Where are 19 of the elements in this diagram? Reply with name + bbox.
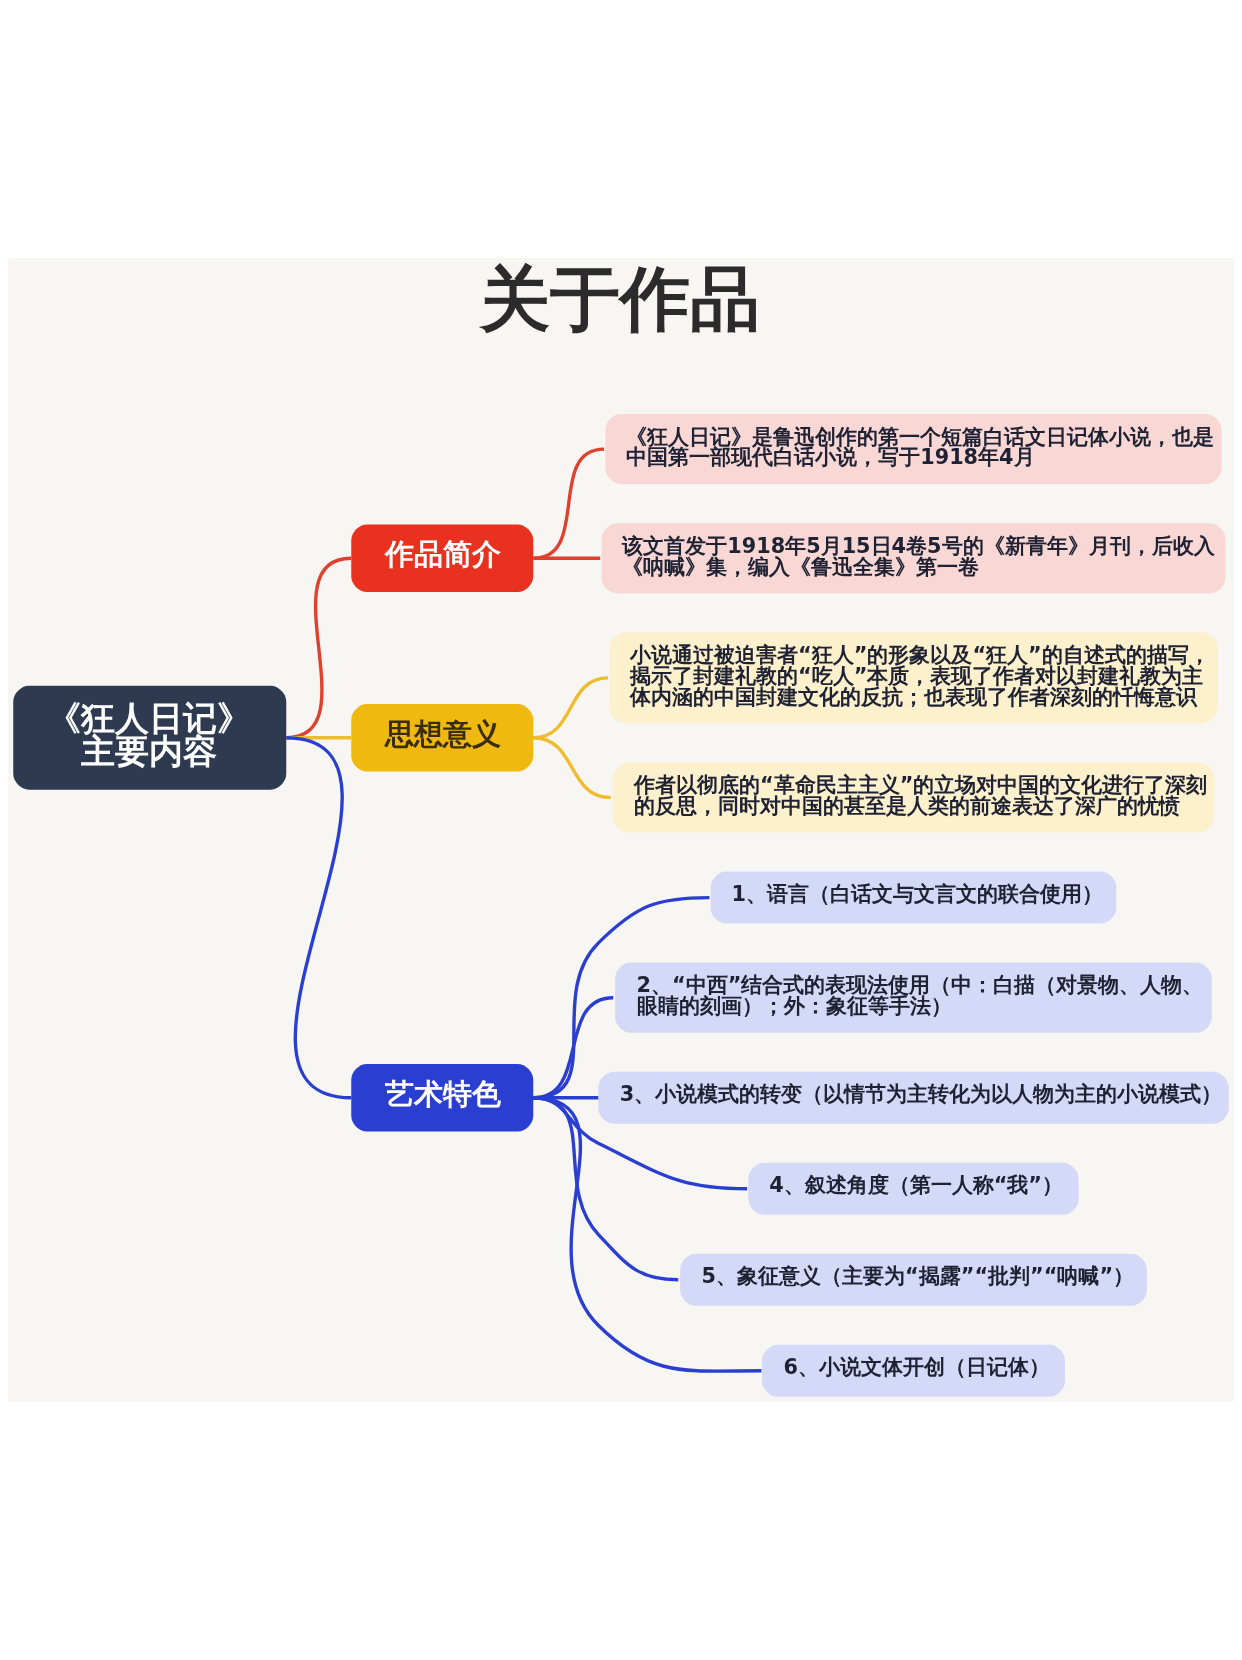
connector xyxy=(533,736,611,800)
node-box: 2、“中西”结合式的表现法使用（中：白描（对景物、人物、眼睛的刻画）；外：象征等手法） xyxy=(615,962,1212,1033)
node-box: 1、语言（白话文与文言文的联合使用） xyxy=(710,871,1117,924)
node-box: 艺术特色 xyxy=(351,1064,534,1132)
node-box: 小说通过被迫害者“狂人”的形象以及“狂人”的自述式的描写，揭示了封建礼教的“吃人”本质，表现了作者对以封建礼教为主体内涵的中国封建文化的反抗；也表现了作者深刻的忏悔意识 xyxy=(609,632,1218,724)
connector xyxy=(533,1096,762,1373)
node-box: 6、小说文体开创（日记体） xyxy=(762,1344,1065,1397)
diagram-title: 关于作品 xyxy=(479,258,760,341)
node-box: 《狂人日记》主要内容 xyxy=(13,685,287,790)
connector xyxy=(532,447,605,560)
node-box: 作品简介 xyxy=(351,524,534,593)
node-box: 《狂人日记》是鲁迅创作的第一个短篇白话文日记体小说，也是中国第一部现代白话小说，写于1918年4月 xyxy=(605,414,1222,485)
node-box: 4、叙述角度（第一人称“我”） xyxy=(748,1162,1079,1215)
node-box: 思想意义 xyxy=(351,703,534,772)
node-box: 该文首发于1918年5月15日4卷5号的《新青年》月刊，后收入《呐喊》集，编入《鲁迅全集》第一卷 xyxy=(601,523,1226,594)
connector xyxy=(533,556,601,560)
node-box: 5、象征意义（主要为“揭露”“批判”“呐喊”） xyxy=(680,1253,1147,1306)
node-box: 3、小说模式的转变（以情节为主转化为以人物为主的小说模式） xyxy=(598,1071,1229,1124)
node-box: 作者以彻底的“革命民主主义”的立场对中国的文化进行了深刻的反思，同时对中国的甚至是人类的前途表达了深广的忧愤 xyxy=(612,762,1215,833)
